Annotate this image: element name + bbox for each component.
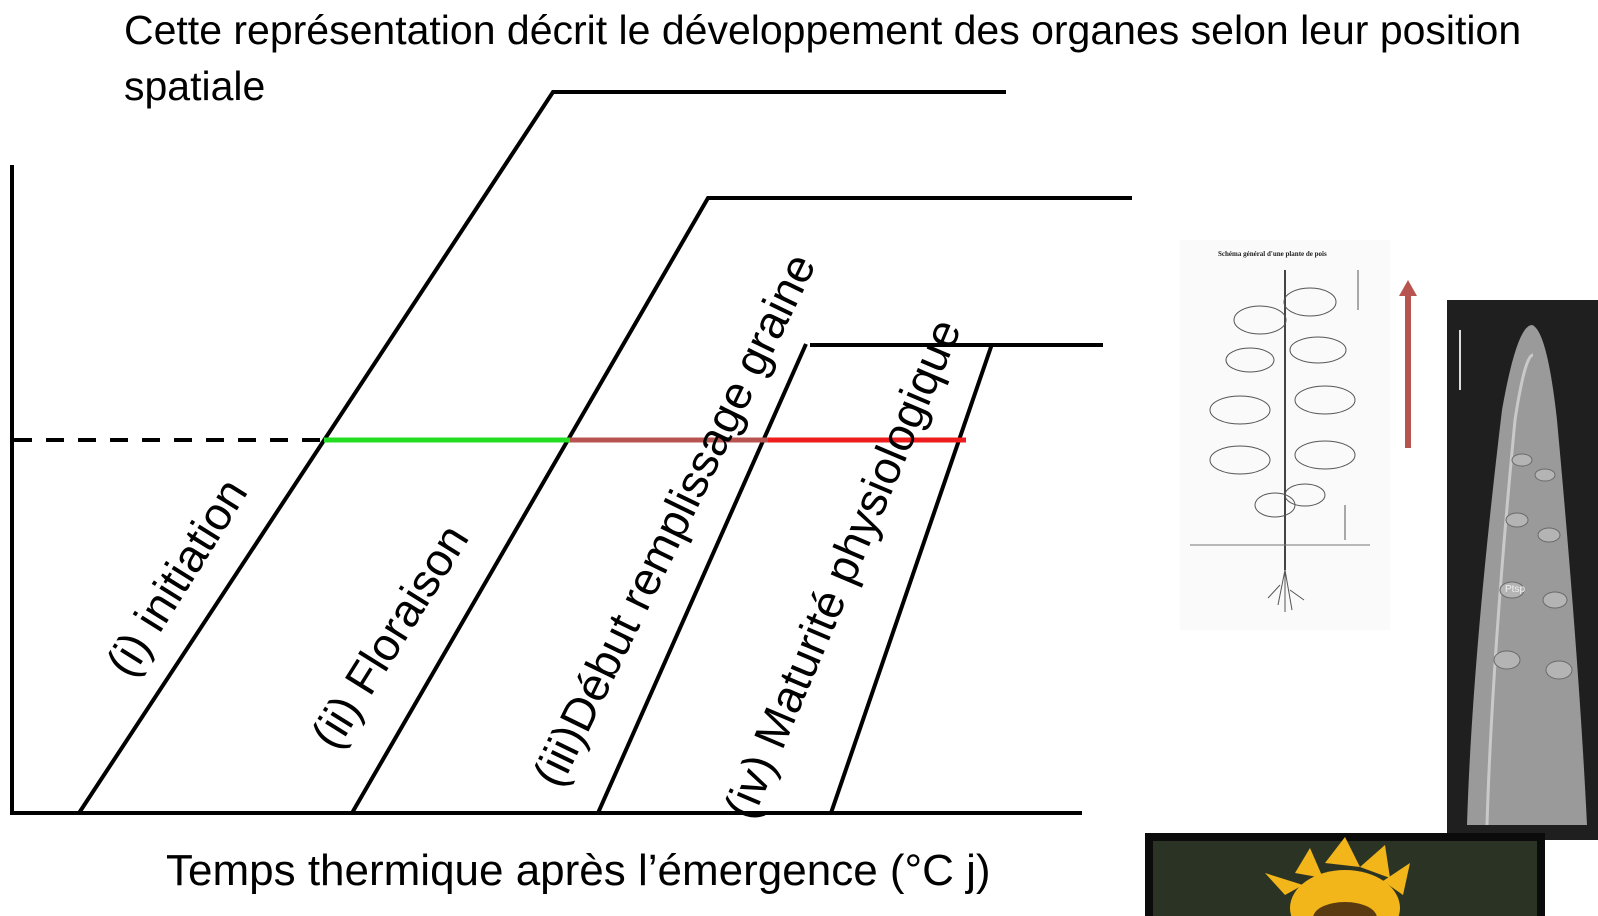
stage-line-maturite <box>829 343 994 814</box>
page-title: Cette représentation décrit le développe… <box>124 7 1522 109</box>
pea-plant-sketch-icon: Schéma général d'une plante de pois <box>1180 240 1390 630</box>
pea-plant-title: Schéma général d'une plante de pois <box>1218 250 1327 258</box>
x-axis-label: Temps thermique après l’émergence (°C j) <box>166 846 991 895</box>
stage-line-floraison <box>350 196 1132 815</box>
growth-arrow-icon <box>1399 280 1417 296</box>
stage-label-floraison: (ii) Floraison <box>300 515 478 757</box>
meristem-label: Ptsp <box>1505 584 1525 595</box>
sunflower-photo-icon <box>1145 833 1545 916</box>
apex-micrograph-icon: Ptsp <box>1447 300 1598 840</box>
stage-line-initiation <box>77 90 1006 815</box>
stage-line-remplissage <box>596 343 808 814</box>
